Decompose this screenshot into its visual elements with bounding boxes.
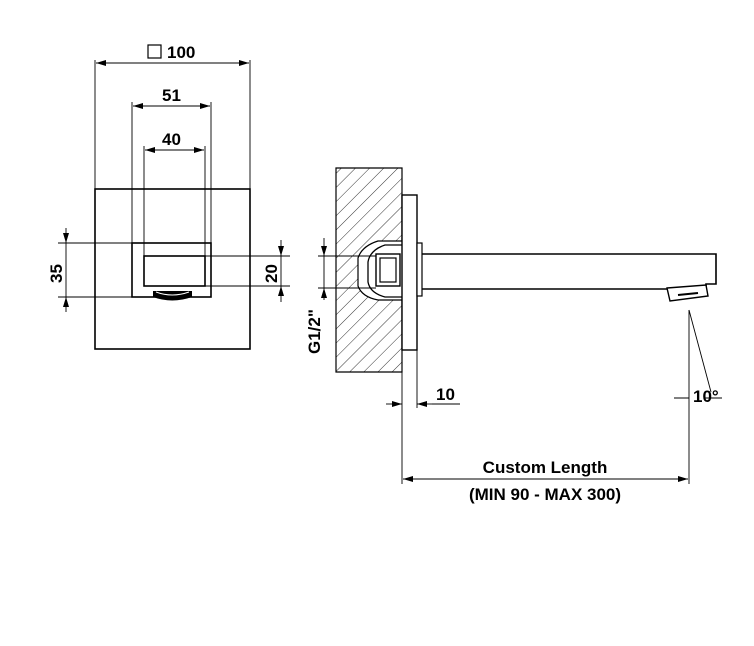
dim-label-40: 40 [162,130,181,149]
dim-label-length: Custom Length [483,458,608,477]
dim-label-20: 20 [262,264,281,283]
spout-tip [666,284,709,302]
angle-leader [688,309,712,393]
valve-body [367,244,402,298]
dim-label-range: (MIN 90 - MAX 300) [469,485,621,504]
front-view: 100 51 40 35 20 [47,43,290,350]
side-view: G1/2" 10 10° Custom Length (MIN 90 - MAX… [305,167,722,504]
dim-label-thread: G1/2" [305,309,324,354]
dim-label-angle: 10° [693,387,719,406]
cover-plate [94,188,251,350]
square-symbol [147,44,162,59]
flange-plate [401,194,418,351]
spout-outlet-inner [143,255,206,287]
dim-label-51: 51 [162,86,181,105]
dim-label-35: 35 [47,264,66,283]
dim-label-100: 100 [167,43,195,62]
aerator [153,291,192,301]
dim-label-10: 10 [436,385,455,404]
wall-section [335,167,403,373]
spout-arm [422,253,717,290]
